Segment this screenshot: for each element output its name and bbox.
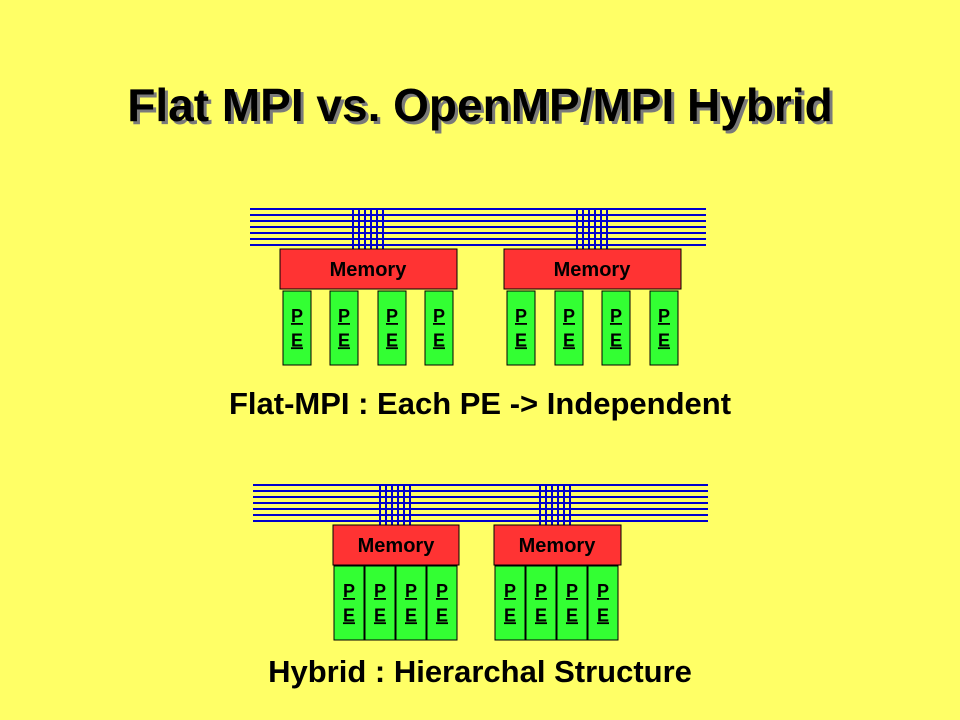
hybrid-node-1-links	[379, 485, 411, 525]
memory-block	[503, 248, 682, 290]
memory-label: Memory	[554, 259, 632, 281]
flat-bus	[250, 208, 706, 246]
hybrid-caption: Hybrid : Hierarchal Structure	[268, 654, 692, 689]
flat-node-2-links	[576, 209, 608, 249]
memory-block	[279, 248, 458, 290]
memory-block	[493, 524, 622, 566]
memory-label: Memory	[358, 535, 436, 557]
memory-block	[332, 524, 460, 566]
hybrid-node-2-links	[539, 485, 571, 525]
memory-label: Memory	[519, 535, 597, 557]
flat-node-1-links	[352, 209, 384, 249]
hybrid-bus	[253, 484, 708, 522]
flat-mpi-caption: Flat-MPI : Each PE -> Independent	[228, 386, 732, 421]
memory-label: Memory	[330, 259, 408, 281]
slide-title: Flat MPI vs. OpenMP/MPI Hybrid	[127, 79, 833, 131]
